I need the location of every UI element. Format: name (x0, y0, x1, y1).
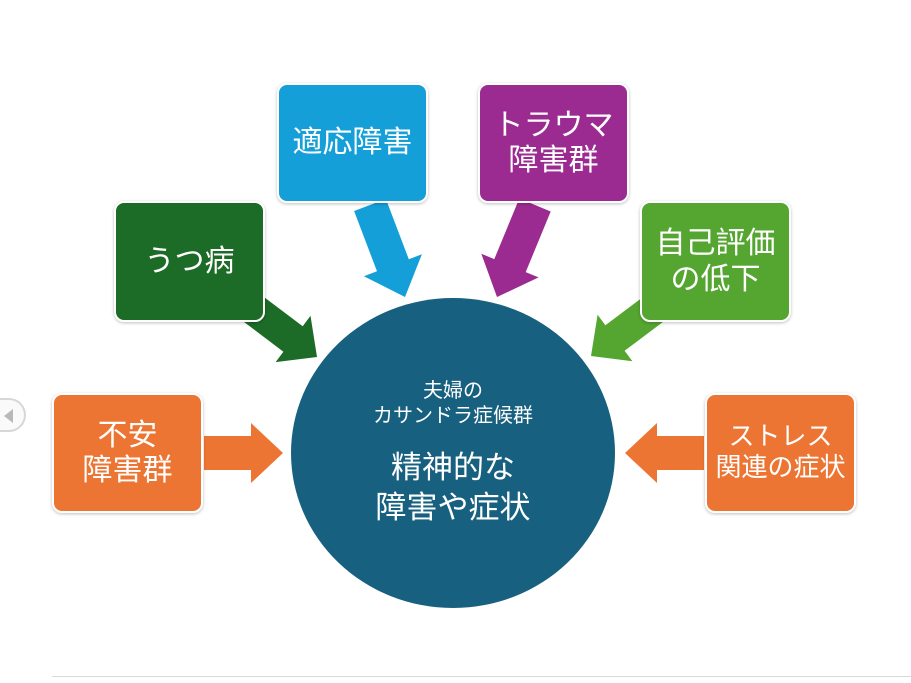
node-self-esteem-label: 自己評価 の低下 (655, 226, 776, 297)
center-circle: 夫婦の カサンドラ症候群 精神的な 障害や症状 (291, 298, 615, 608)
node-depression: うつ病 (114, 201, 265, 322)
node-anxiety-label: 不安 障害群 (82, 417, 173, 488)
center-subtitle: 夫婦の カサンドラ症候群 (373, 377, 533, 427)
node-anxiety: 不安 障害群 (52, 393, 203, 513)
chevron-left-icon (4, 409, 13, 423)
previous-slide-button[interactable] (0, 398, 26, 432)
node-adjustment-label: 適応障害 (292, 125, 413, 161)
node-self-esteem: 自己評価 の低下 (640, 201, 791, 322)
node-depression-label: うつ病 (144, 243, 235, 279)
arrow-adjustment (354, 199, 422, 297)
node-trauma: トラウマ 障害群 (478, 83, 629, 203)
node-trauma-label: トラウマ 障害群 (493, 107, 614, 178)
center-title: 精神的な 障害や症状 (375, 449, 531, 526)
node-stress: ストレス 関連の症状 (705, 393, 856, 513)
arrow-anxiety (204, 423, 283, 483)
arrow-stress (625, 423, 704, 483)
arrow-trauma (481, 198, 551, 297)
node-stress-label: ストレス 関連の症状 (715, 422, 846, 483)
footer-divider (52, 676, 911, 677)
node-adjustment: 適応障害 (277, 83, 428, 203)
